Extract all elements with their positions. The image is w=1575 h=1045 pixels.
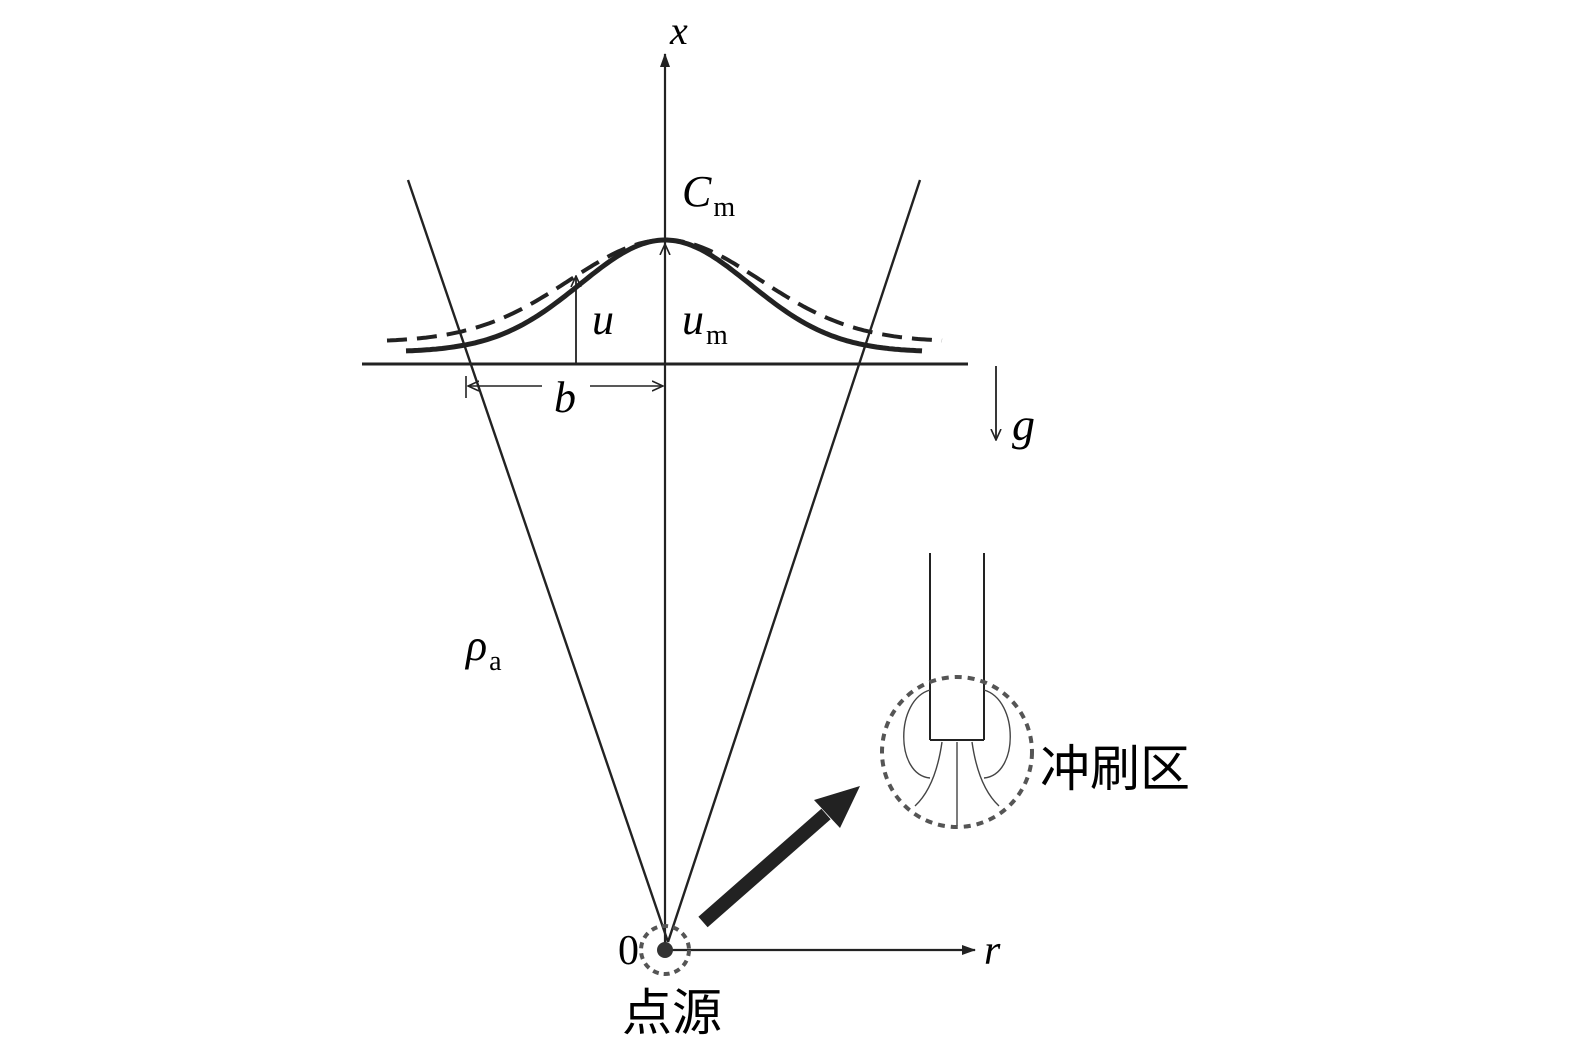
x-axis-label: x (669, 8, 688, 53)
plume-boundary-right (666, 179, 922, 943)
point-source-dashed-ring (639, 924, 691, 976)
half-width-label: b (554, 373, 576, 422)
plume-boundary-left (406, 179, 670, 943)
concentration-label: Cm (682, 167, 735, 223)
scour-zone-dashed-ring (880, 675, 1034, 829)
flow-line-right-outer (983, 689, 1011, 779)
scour-zone-label: 冲刷区 (1040, 740, 1190, 798)
max-velocity-label: um (682, 295, 728, 351)
concentration-profile-curve (386, 238, 943, 343)
gravity-label: g (1012, 399, 1035, 450)
point-source-label: 点源 (622, 984, 722, 1042)
origin-label: 0 (618, 928, 639, 974)
ambient-density-label: ρa (464, 621, 502, 677)
flow-line-right-inner (971, 741, 1000, 807)
zoom-arrow-shaft (698, 808, 831, 928)
scour-zone-inset (880, 553, 1034, 829)
flow-line-left-outer (903, 689, 931, 779)
point-source-dot (657, 942, 673, 958)
r-axis-label: r (984, 928, 1001, 974)
zoom-arrow-head (814, 786, 860, 828)
flow-line-left-inner (914, 741, 943, 807)
velocity-profile-curve (405, 237, 923, 354)
velocity-label: u (592, 295, 614, 344)
